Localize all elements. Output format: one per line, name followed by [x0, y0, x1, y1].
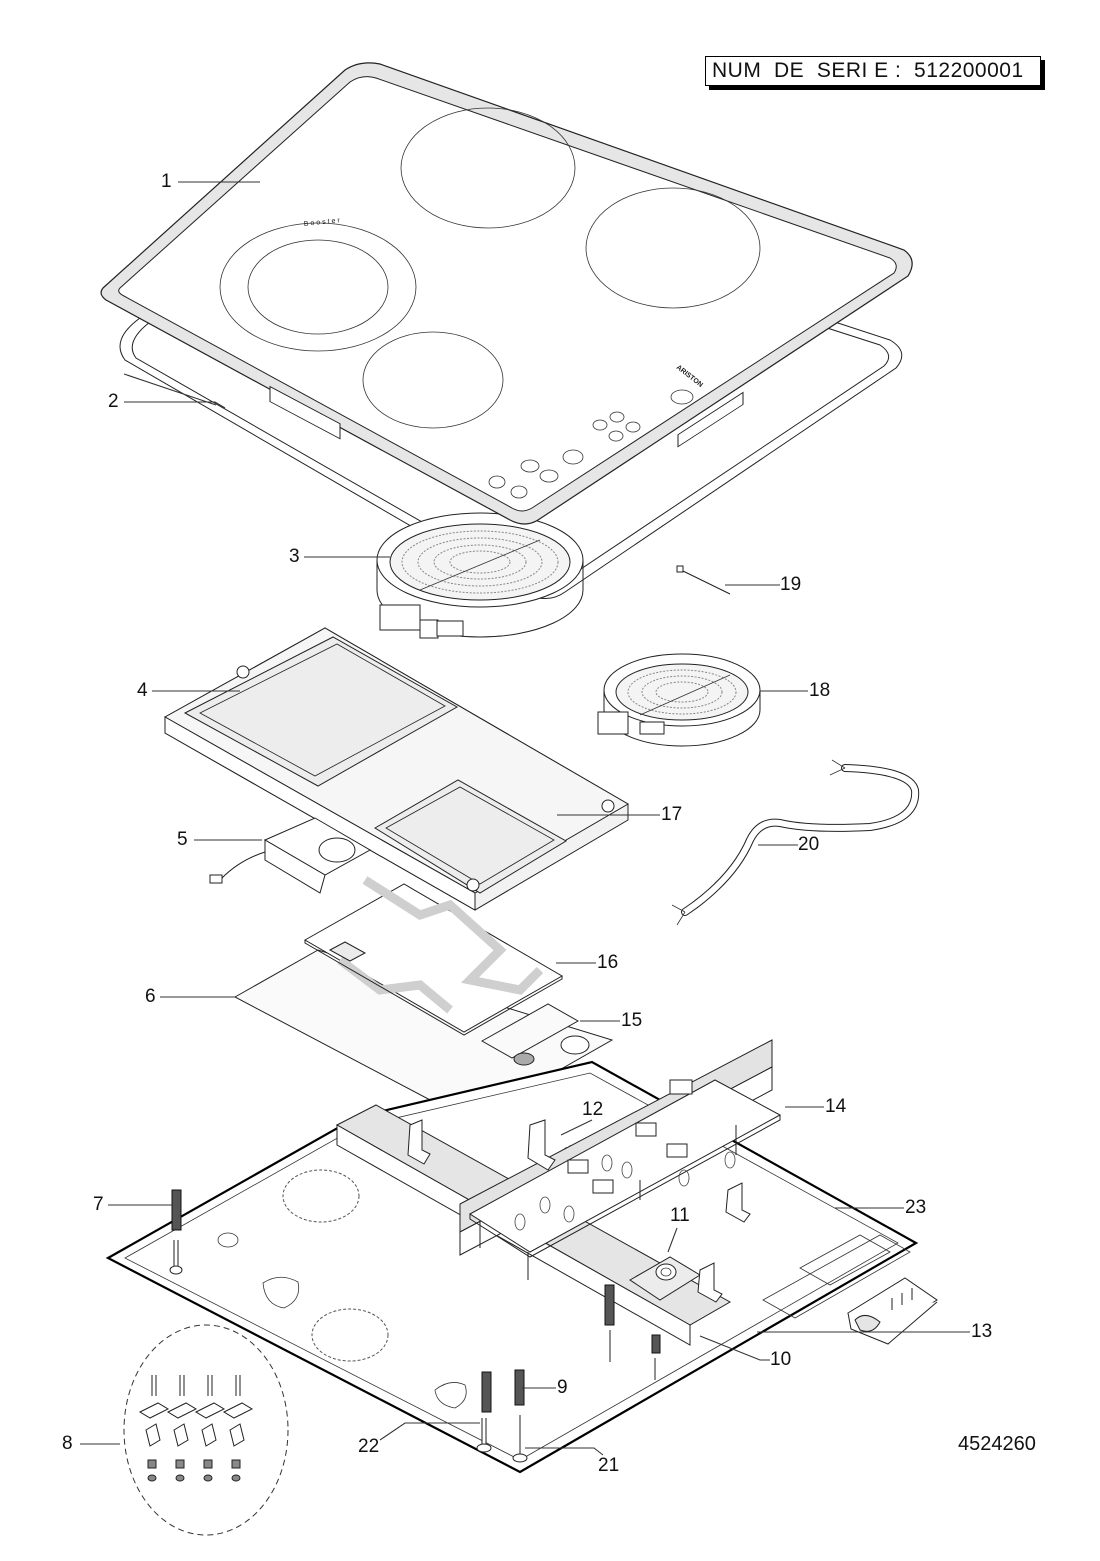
booster-label: Booster	[303, 217, 342, 228]
part-18-radiant-element	[597, 653, 761, 747]
callout-18: 18	[809, 680, 831, 701]
callout-9: 9	[557, 1377, 568, 1398]
part-14-control-board	[459, 1039, 782, 1280]
callout-7: 7	[93, 1194, 104, 1215]
callout-23: 23	[905, 1197, 927, 1218]
serial-value: 512200001	[914, 59, 1024, 82]
part-13-terminal-block	[847, 1277, 938, 1345]
part-23-base-casing	[105, 1060, 919, 1474]
callout-21: 21	[598, 1455, 620, 1476]
document-number: 4524260	[958, 1433, 1036, 1455]
callout-22: 22	[358, 1436, 380, 1457]
part-11-cable-clamp	[629, 1256, 701, 1301]
part-7-spring	[169, 1189, 183, 1275]
part-16-power-board	[303, 876, 564, 1036]
callout-15: 15	[621, 1010, 643, 1031]
callout-4: 4	[137, 680, 148, 701]
part-4-induction-plate	[163, 627, 629, 911]
part-3-radiant-element	[376, 512, 584, 639]
callout-20: 20	[798, 834, 820, 855]
callout-19: 19	[780, 574, 802, 595]
callout-2: 2	[108, 391, 119, 412]
springs-center	[604, 1284, 661, 1380]
serial-label: NUM DE SERI E :	[712, 59, 902, 82]
callout-8: 8	[62, 1433, 73, 1454]
part-1-glass-top	[100, 62, 913, 525]
leader-lines	[80, 181, 970, 1456]
part-15-filter-board	[480, 1003, 580, 1066]
serial-number-box: NUM DE SERI E : 512200001	[705, 56, 1041, 86]
callout-1: 1	[161, 171, 172, 192]
callout-14: 14	[825, 1096, 847, 1117]
callout-3: 3	[289, 546, 300, 567]
callout-13: 13	[971, 1321, 993, 1342]
part-21-screw	[512, 1415, 528, 1463]
part-8-fixing-clip-kit	[123, 1324, 289, 1536]
callout-11: 11	[670, 1205, 690, 1226]
callout-12: 12	[582, 1099, 604, 1120]
part-22-stud	[476, 1418, 492, 1453]
callout-16: 16	[597, 952, 619, 973]
part-20-power-cable	[671, 759, 920, 926]
part-5-cooling-fan	[209, 817, 372, 894]
callout-5: 5	[177, 829, 188, 850]
callout-10: 10	[770, 1349, 792, 1370]
callout-17: 17	[661, 804, 683, 825]
part-19-cable-tie	[676, 565, 731, 595]
part-12-bracket	[407, 1119, 751, 1303]
callout-6: 6	[145, 986, 156, 1007]
